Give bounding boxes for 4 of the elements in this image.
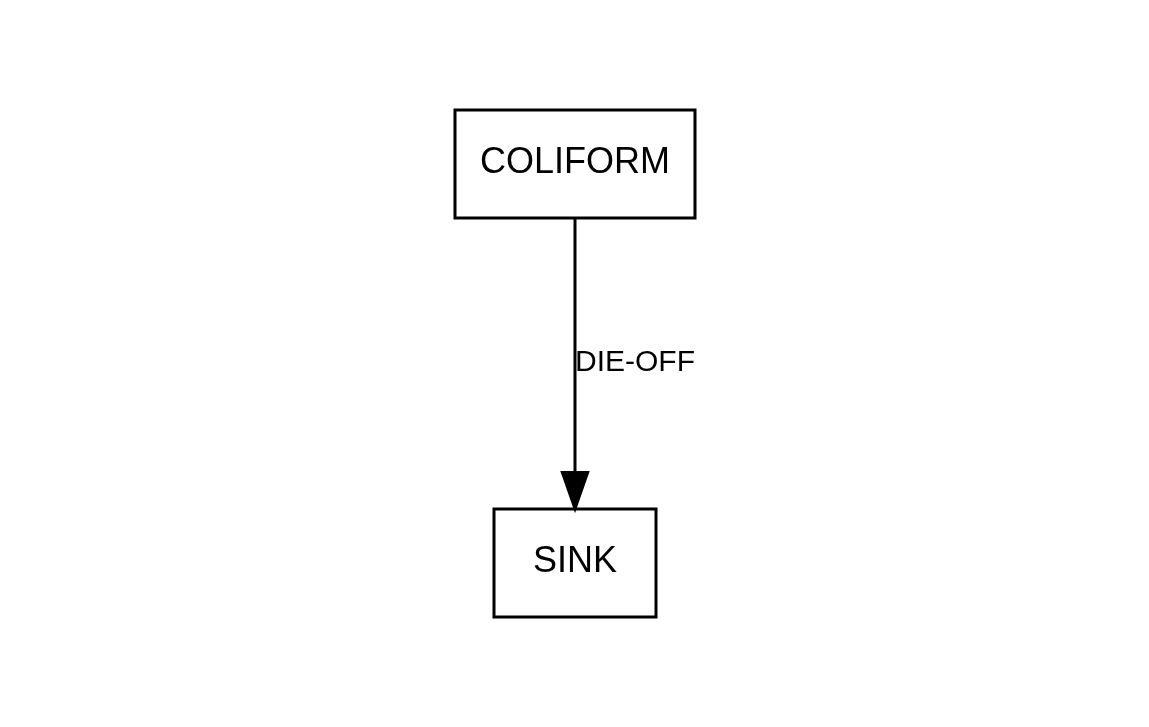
arrow xyxy=(559,218,590,514)
node-box: COLIFORM xyxy=(453,108,696,220)
node-box: SINK xyxy=(492,507,657,619)
edge-label: DIE-OFF xyxy=(574,344,695,377)
